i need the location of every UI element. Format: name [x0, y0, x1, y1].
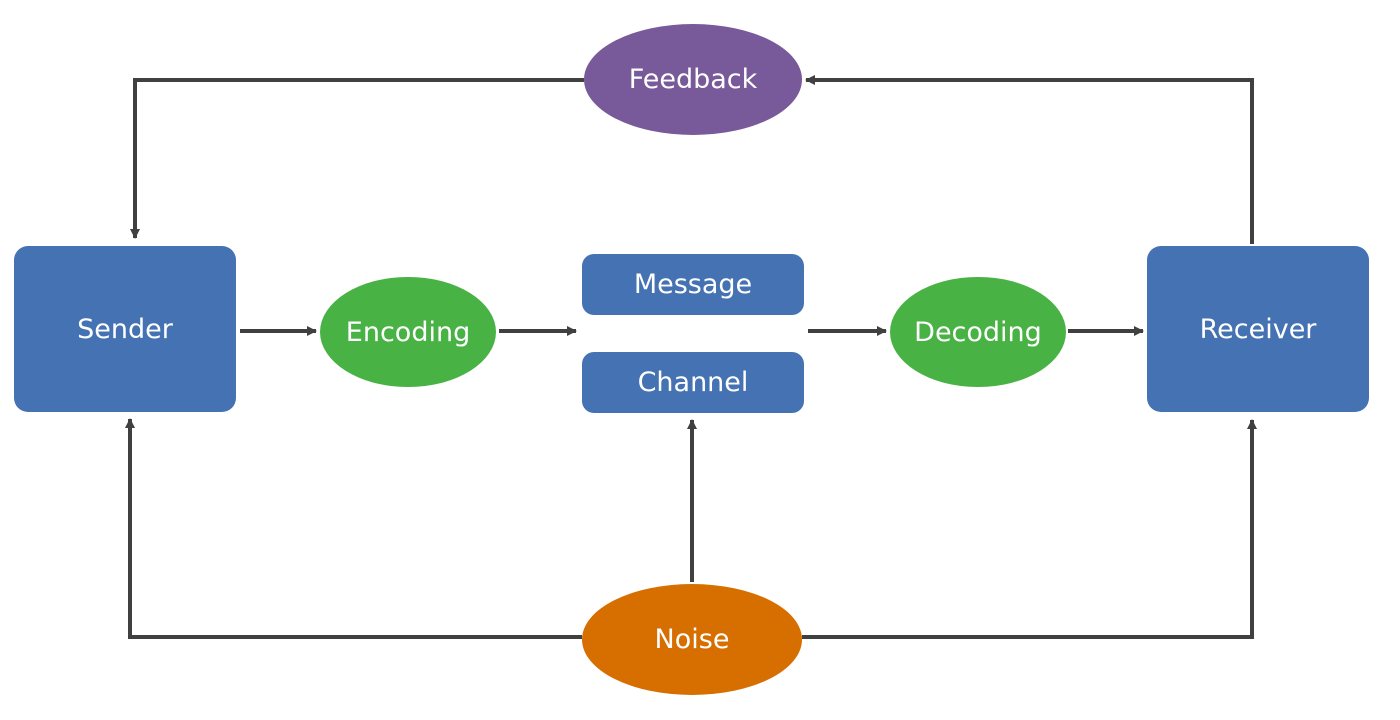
message-node: Message — [582, 254, 804, 315]
encoding-node: Encoding — [320, 277, 496, 387]
feedback-node: Feedback — [584, 24, 802, 135]
sender-label: Sender — [77, 313, 173, 345]
decoding-node: Decoding — [890, 277, 1066, 387]
noise-label: Noise — [654, 624, 730, 655]
feedback-label: Feedback — [628, 64, 758, 95]
noise-node: Noise — [582, 584, 802, 695]
channel-node: Channel — [582, 352, 804, 413]
arrow-receiver-to-feedback — [805, 75, 1254, 244]
decoding-label: Decoding — [914, 316, 1042, 348]
encoding-label: Encoding — [345, 316, 471, 348]
receiver-label: Receiver — [1199, 313, 1317, 345]
edge-group — [125, 75, 1257, 639]
sender-node: Sender — [14, 246, 236, 412]
arrow-noise-to-sender — [125, 418, 582, 639]
arrow-noise-to-receiver — [802, 419, 1257, 639]
channel-label: Channel — [637, 367, 749, 398]
message-label: Message — [633, 269, 753, 300]
receiver-node: Receiver — [1147, 246, 1369, 412]
arrow-feedback-to-sender — [130, 78, 584, 239]
